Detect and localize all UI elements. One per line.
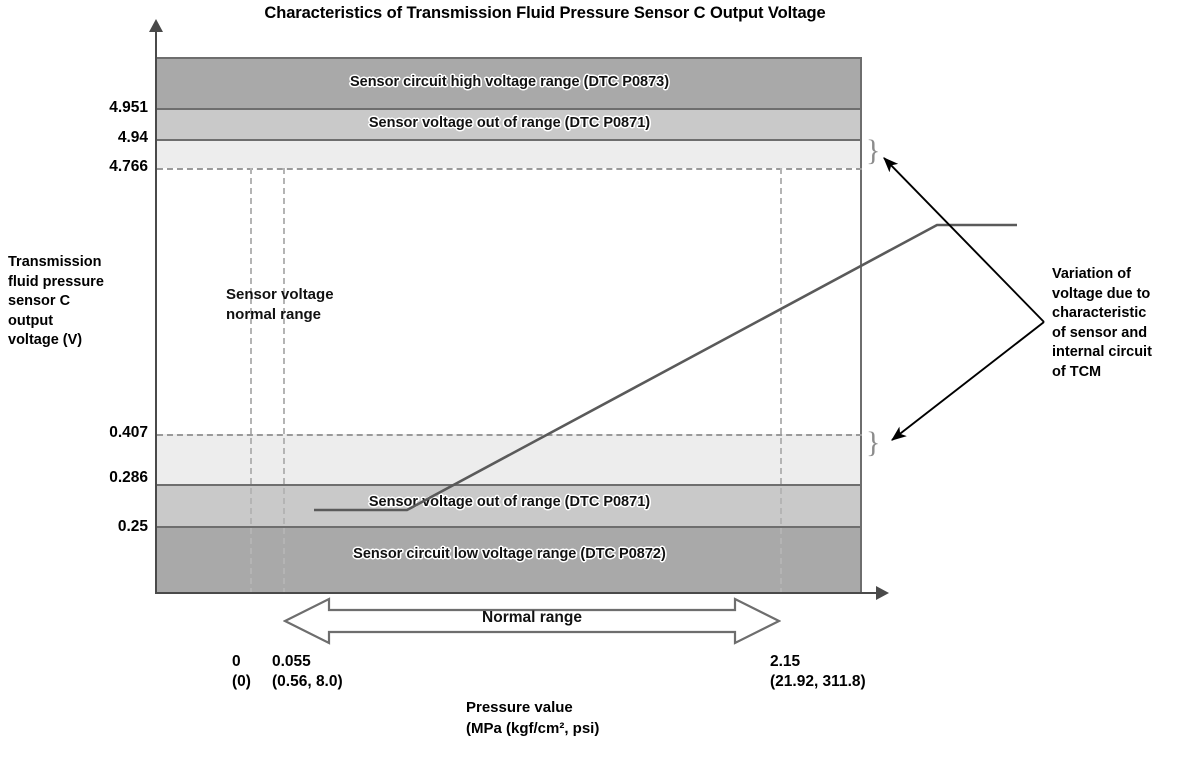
- annotation-sensor-normal-range: Sensor voltage normal range: [226, 285, 334, 325]
- band-high-voltage-range: [157, 57, 862, 110]
- y-axis-title-line-3: sensor C: [8, 293, 71, 309]
- y-tick-label-025: 0.25: [117, 518, 148, 535]
- variation-note-line-6: of TCM: [1052, 363, 1102, 380]
- variation-note-line-2: voltage due to: [1052, 285, 1151, 302]
- band-separator-0286: [157, 484, 862, 486]
- y-tick-label-4766: 4.766: [109, 158, 148, 175]
- annotation-variation-note: Variation of voltage due to characterist…: [1052, 265, 1200, 382]
- band-low-voltage-range: [157, 528, 862, 594]
- x-axis-line: [155, 592, 879, 594]
- band-separator-494: [157, 139, 862, 141]
- y-tick-label-4951: 4.951: [109, 99, 148, 116]
- band-separator-4951: [157, 108, 862, 110]
- normal-range-arrow-label: Normal range: [482, 609, 582, 626]
- x-axis-title-line-1: Pressure value: [466, 699, 573, 716]
- y-tick-label-0286: 0.286: [109, 469, 148, 486]
- x-tick-215-value: 2.15: [770, 653, 801, 670]
- y-axis-title-line-4: output: [8, 312, 54, 329]
- x-axis-arrow-icon: [876, 586, 889, 600]
- x-tick-0055-subvalue: (0.56, 8.0): [272, 673, 343, 690]
- y-axis-arrow-icon: [149, 19, 163, 32]
- dashed-line-4766: [157, 168, 862, 170]
- band-variation-high: [157, 141, 862, 168]
- x-tick-label-215: 2.15 (21.92, 311.8): [770, 652, 866, 692]
- band-label-high-voltage-range: Sensor circuit high voltage range (DTC P…: [349, 74, 670, 90]
- x-tick-215-subvalue: (21.92, 311.8): [770, 673, 866, 690]
- y-axis-line: [155, 28, 157, 594]
- dashed-line-x215: [780, 168, 782, 594]
- y-axis-title: Transmission fluid pressure sensor C out…: [8, 253, 148, 351]
- x-axis-title: Pressure value (MPa (kgf/cm², psi): [466, 697, 599, 739]
- band-separator-025: [157, 526, 862, 528]
- annotation-line-1: Sensor voltage: [226, 286, 334, 303]
- band-out-of-range-low: [157, 486, 862, 528]
- annotation-line-2: normal range: [226, 306, 322, 323]
- normal-range-arrow-shape: [282, 597, 782, 645]
- x-tick-label-0: 0 (0): [232, 652, 251, 692]
- plot-top-border: [157, 57, 862, 59]
- variation-note-line-5: internal circuit: [1052, 344, 1152, 360]
- y-axis-title-line-5: voltage (V): [8, 332, 83, 348]
- brace-variation-high-icon: }: [866, 134, 881, 167]
- x-axis-title-line-2: (MPa (kgf/cm², psi): [466, 720, 600, 737]
- dashed-line-x0055: [283, 168, 285, 594]
- band-label-low-voltage-range: Sensor circuit low voltage range (DTC P0…: [353, 546, 666, 562]
- variation-note-line-1: Variation of: [1052, 266, 1131, 282]
- x-tick-0-subvalue: (0): [232, 673, 251, 690]
- dashed-line-x0: [250, 168, 252, 594]
- page-title: Characteristics of Transmission Fluid Pr…: [264, 4, 826, 22]
- band-variation-low: [157, 434, 862, 486]
- y-axis-title-line-1: Transmission: [8, 254, 102, 270]
- x-tick-label-0055: 0.055 (0.56, 8.0): [272, 652, 343, 692]
- variation-note-line-3: characteristic: [1052, 305, 1147, 321]
- normal-range-arrow: Normal range: [282, 597, 782, 645]
- band-out-of-range-high: [157, 110, 862, 141]
- band-label-out-of-range-low: Sensor voltage out of range (DTC P0871): [368, 494, 651, 510]
- y-tick-label-494: 4.94: [117, 129, 148, 146]
- plot-area: Sensor circuit high voltage range (DTC P…: [157, 57, 1017, 594]
- x-tick-0-value: 0: [232, 653, 241, 670]
- band-label-out-of-range-high: Sensor voltage out of range (DTC P0871): [368, 115, 651, 131]
- variation-note-line-4: of sensor and: [1052, 324, 1148, 341]
- x-tick-0055-value: 0.055: [272, 653, 311, 670]
- plot-right-border: [860, 57, 862, 594]
- brace-variation-low-icon: }: [866, 426, 881, 459]
- y-tick-label-0407: 0.407: [109, 424, 148, 441]
- y-axis-title-line-2: fluid pressure: [8, 273, 104, 290]
- dashed-line-0407: [157, 434, 862, 436]
- sensor-output-curve: [314, 223, 1017, 512]
